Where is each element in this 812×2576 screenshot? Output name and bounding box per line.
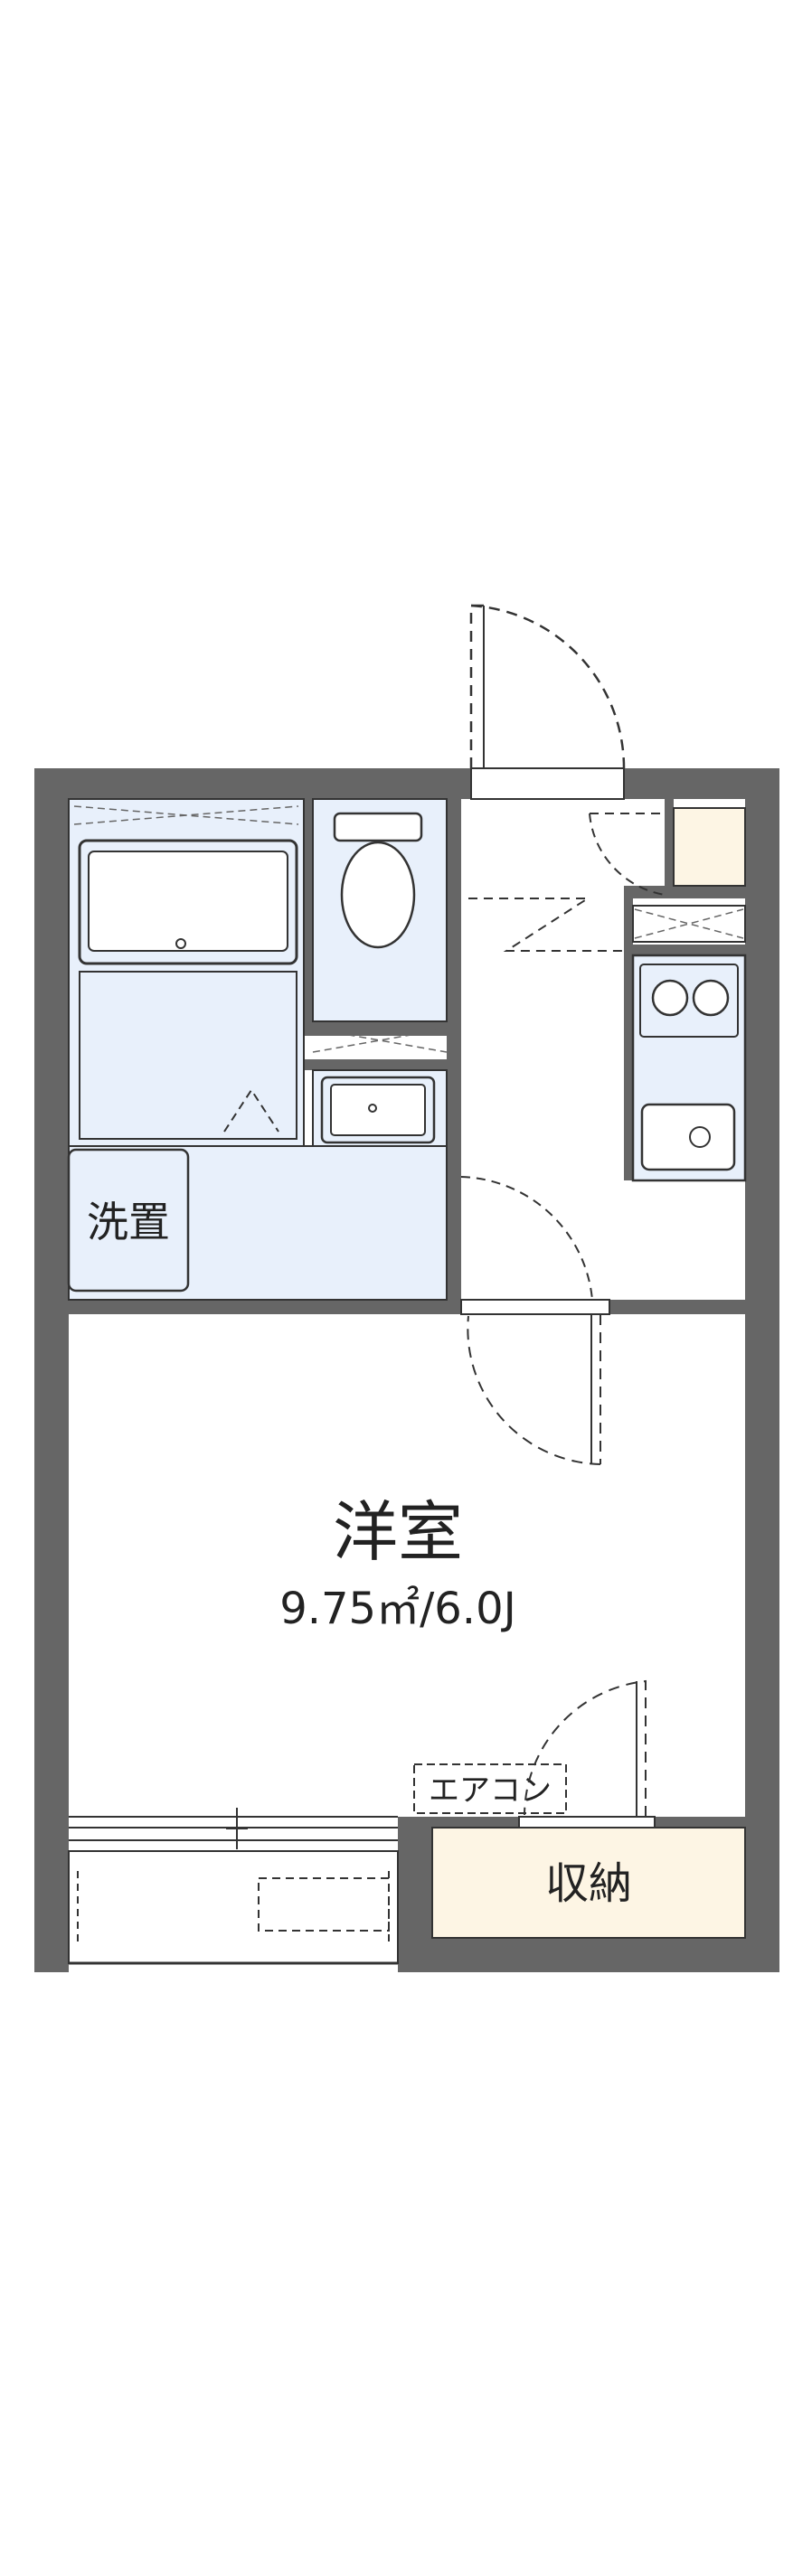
sink-icon [640,1103,736,1171]
washbasin-area [312,1069,448,1147]
door-swing-icon [468,898,624,952]
entrance [469,604,626,800]
room-door [460,1299,610,1465]
door-swing-icon [467,1314,601,1465]
kitchen [631,905,747,1182]
stove-icon [651,979,730,1017]
aircon-label: エアコン [429,1772,552,1809]
toilet-room [312,798,448,1053]
storage-label: 収納 [545,1858,632,1909]
main-room: 洋室 9.75㎡/6.0J [279,1494,516,1634]
main-room-label: 洋室 [333,1494,463,1570]
air-conditioner: エアコン [413,1763,567,1814]
bathroom-vent-icon [73,805,299,825]
bathroom [68,798,305,1147]
bathtub-icon [78,839,298,965]
washroom-label: 洗置 [87,1198,170,1246]
main-room-area: 9.75㎡/6.0J [279,1584,516,1634]
door-swing-icon [524,1679,647,1817]
storage: 収納 [431,1679,746,1939]
door-swing-icon [460,1176,594,1301]
door-swing-icon [469,604,626,769]
washing-machine-space [67,1148,190,1293]
washroom: 洗置 [67,1145,448,1301]
window-icon [69,1808,398,1849]
washbasin-icon [320,1076,436,1144]
shoe-cabinet [673,807,746,887]
toilet-icon [333,812,423,949]
balcony [68,1850,399,1965]
door-swing-icon [589,813,666,896]
